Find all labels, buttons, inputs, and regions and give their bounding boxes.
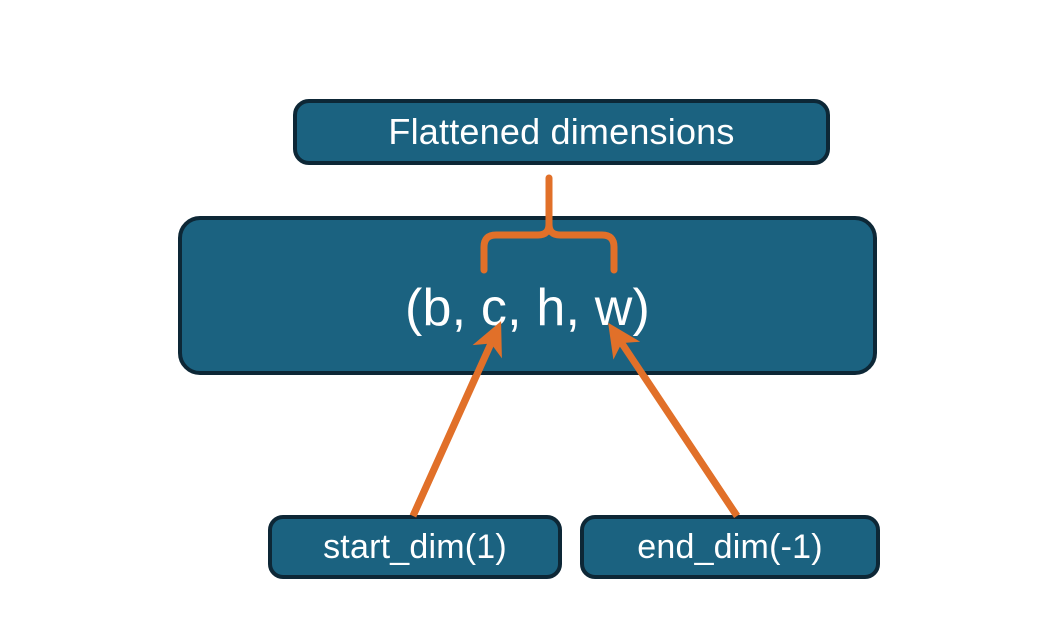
- node-tensor-shape-label: (b, c, h, w): [404, 278, 651, 337]
- node-tensor-shape[interactable]: (b, c, h, w): [178, 216, 877, 375]
- node-end-dim[interactable]: end_dim(-1): [580, 515, 880, 579]
- node-start-dim-label: start_dim(1): [323, 528, 507, 566]
- node-end-dim-label: end_dim(-1): [637, 528, 823, 566]
- node-start-dim[interactable]: start_dim(1): [268, 515, 562, 579]
- node-flattened-dimensions[interactable]: Flattened dimensions: [293, 99, 830, 165]
- node-flattened-dimensions-label: Flattened dimensions: [388, 111, 735, 152]
